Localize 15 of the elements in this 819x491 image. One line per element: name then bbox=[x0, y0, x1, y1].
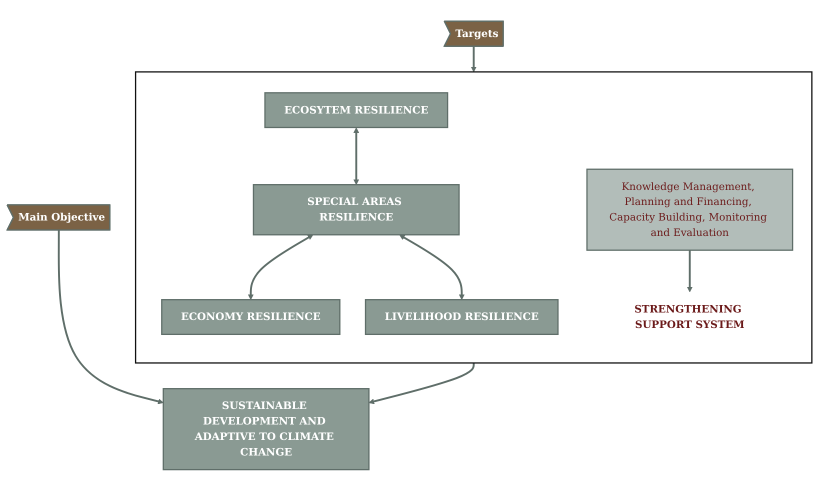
arrow bbox=[686, 250, 693, 292]
arrow bbox=[368, 363, 475, 404]
arrow bbox=[399, 234, 465, 300]
node-text: STRENGTHENING SUPPORT SYSTEM bbox=[634, 303, 744, 331]
node-box: LIVELIHOOD RESILIENCE bbox=[364, 299, 559, 336]
node-box: ECOSYTEM RESILIENCE bbox=[264, 92, 448, 128]
arrow bbox=[58, 230, 164, 404]
node-box: Knowledge Management, Planning and Financing, Capacity Building, Monitoring and Evaluation bbox=[586, 168, 794, 251]
arrow bbox=[353, 128, 360, 186]
node-box: SPECIAL AREAS RESILIENCE bbox=[252, 184, 460, 236]
arrow bbox=[248, 234, 314, 300]
node-box: ECONOMY RESILIENCE bbox=[161, 299, 340, 336]
arrow bbox=[470, 46, 477, 72]
cluster bbox=[134, 71, 812, 364]
node-box: SUSTAINABLE DEVELOPMENT AND ADAPTIVE TO CLIMATE CHANGE bbox=[162, 388, 370, 470]
